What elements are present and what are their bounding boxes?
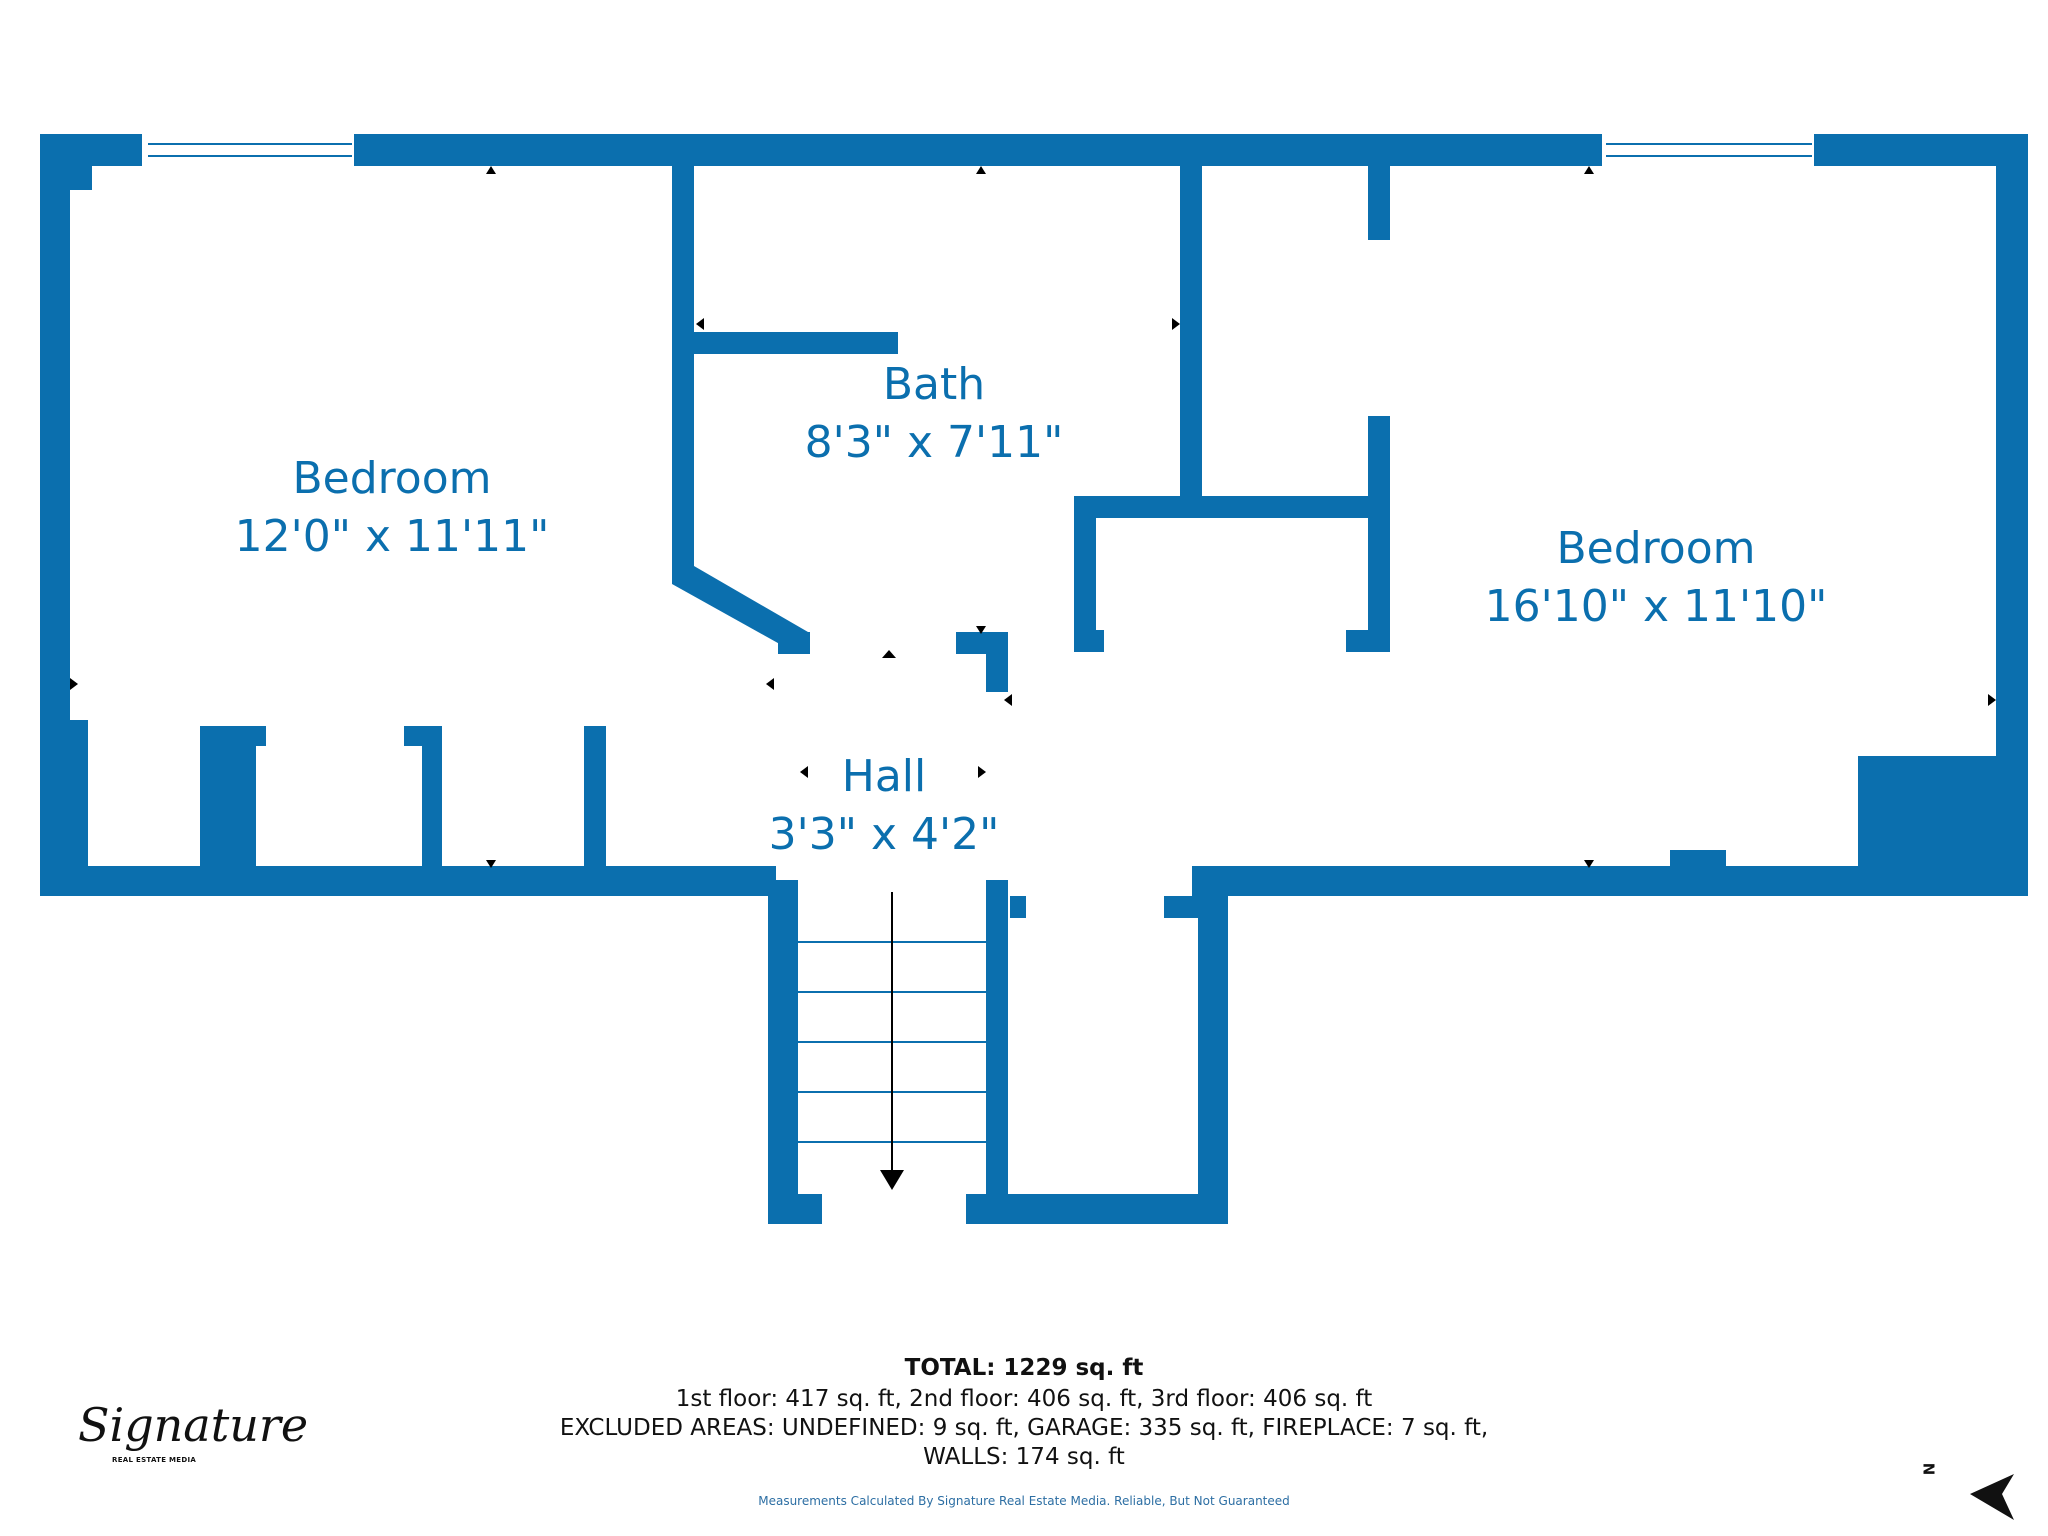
excluded-areas: EXCLUDED AREAS: UNDEFINED: 9 sq. ft, GAR… [559, 1415, 1489, 1441]
walls [40, 134, 2028, 1224]
room-name: Hall [841, 751, 927, 802]
windows [132, 134, 1824, 166]
dimension-markers [70, 166, 1996, 868]
room-name: Bath [882, 359, 986, 410]
stairs [798, 892, 986, 1170]
floor-areas: 1st floor: 417 sq. ft, 2nd floor: 406 sq… [675, 1386, 1373, 1412]
room-size: 12'0" x 11'11" [234, 511, 550, 562]
room-label-hall: Hall 3'3" x 4'2" [769, 748, 1000, 864]
north-arrow-icon [1970, 1474, 2014, 1520]
room-size: 16'10" x 11'10" [1484, 581, 1828, 632]
logo-subtitle: REAL ESTATE MEDIA [112, 1456, 197, 1464]
compass-letter: N [1919, 1462, 1938, 1476]
room-size: 3'3" x 4'2" [768, 809, 1000, 860]
room-size: 8'3" x 7'11" [804, 417, 1064, 468]
logo: Signature [78, 1398, 309, 1452]
total-area: TOTAL: 1229 sq. ft [904, 1355, 1144, 1381]
disclaimer: Measurements Calculated By Signature Rea… [758, 1494, 1290, 1508]
room-label-bedroom-right: Bedroom 16'10" x 11'10" [1485, 520, 1828, 636]
room-name: Bedroom [292, 453, 492, 504]
stair-arrow-icon [880, 1170, 904, 1190]
room-label-bath: Bath 8'3" x 7'11" [805, 356, 1064, 472]
walls-area: WALLS: 174 sq. ft [923, 1444, 1125, 1470]
room-label-bedroom-left: Bedroom 12'0" x 11'11" [235, 450, 550, 566]
room-name: Bedroom [1556, 523, 1756, 574]
